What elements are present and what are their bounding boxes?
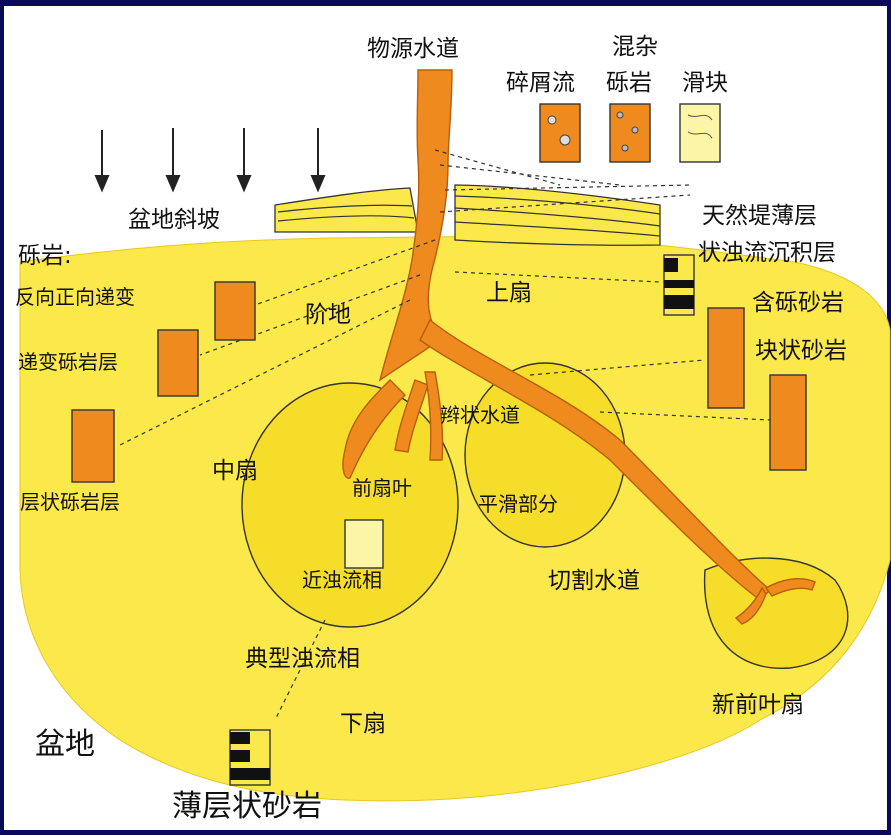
thin-sandstone-column — [229, 729, 271, 786]
channel-system — [342, 69, 816, 625]
slide-block-column — [679, 103, 721, 163]
slope-arrows — [94, 128, 326, 193]
dashed-leaders — [119, 149, 771, 721]
graded-conglomerate-column — [157, 329, 199, 397]
label-mixed-bottom: 砾岩 — [606, 70, 652, 96]
pebbly-sandstone-column — [707, 307, 745, 409]
label-terrace: 阶地 — [305, 302, 351, 328]
label-middle-fan: 中扇 — [212, 458, 258, 484]
label-upper-fan: 上扇 — [486, 280, 532, 306]
label-debris-flow: 碎屑流 — [506, 70, 575, 96]
levee-thin-layer-column — [663, 254, 695, 316]
label-thin-sandstone: 薄层状砂岩 — [172, 789, 322, 824]
label-levee-top: 天然堤薄层 — [702, 203, 817, 229]
layered-conglomerate-column — [71, 409, 115, 483]
massive-sandstone-column — [769, 374, 807, 471]
proximal-turbidite-column — [344, 519, 384, 569]
label-incised-channel: 切割水道 — [548, 568, 640, 594]
label-new-front-lobe: 新前叶扇 — [712, 692, 804, 718]
label-smooth-part: 平滑部分 — [478, 492, 558, 516]
label-massive-sandstone: 块状砂岩 — [755, 338, 847, 364]
reverse-normal-grading-column — [214, 281, 256, 341]
label-slide-block: 滑块 — [682, 70, 728, 96]
label-layered-conglomerate: 层状砾岩层 — [20, 490, 120, 514]
label-pebbly-sandstone: 含砾砂岩 — [752, 290, 844, 316]
label-levee-bottom: 状浊流沉积层 — [698, 240, 836, 266]
label-mixed-top: 混杂 — [612, 34, 658, 60]
label-proximal-turbidite: 近浊流相 — [302, 568, 382, 592]
debris-flow-column — [539, 103, 581, 163]
slope-layer-lines — [277, 195, 661, 237]
label-front-lobe: 前扇叶 — [352, 476, 412, 500]
label-braided-channel: 辫状水道 — [440, 403, 520, 427]
label-basin-slope: 盆地斜坡 — [128, 207, 220, 233]
label-typical-turbidite: 典型浊流相 — [245, 646, 360, 672]
label-conglomerate-title: 砾岩: — [18, 243, 72, 269]
label-source-channel: 物源水道 — [367, 36, 459, 62]
label-lower-fan: 下扇 — [340, 711, 386, 737]
label-reverse-normal-grading: 反向正向递变 — [15, 285, 135, 309]
label-graded-conglomerate: 递变砾岩层 — [18, 350, 118, 374]
mixed-conglomerate-column — [609, 103, 651, 163]
label-basin: 盆地 — [35, 727, 95, 762]
